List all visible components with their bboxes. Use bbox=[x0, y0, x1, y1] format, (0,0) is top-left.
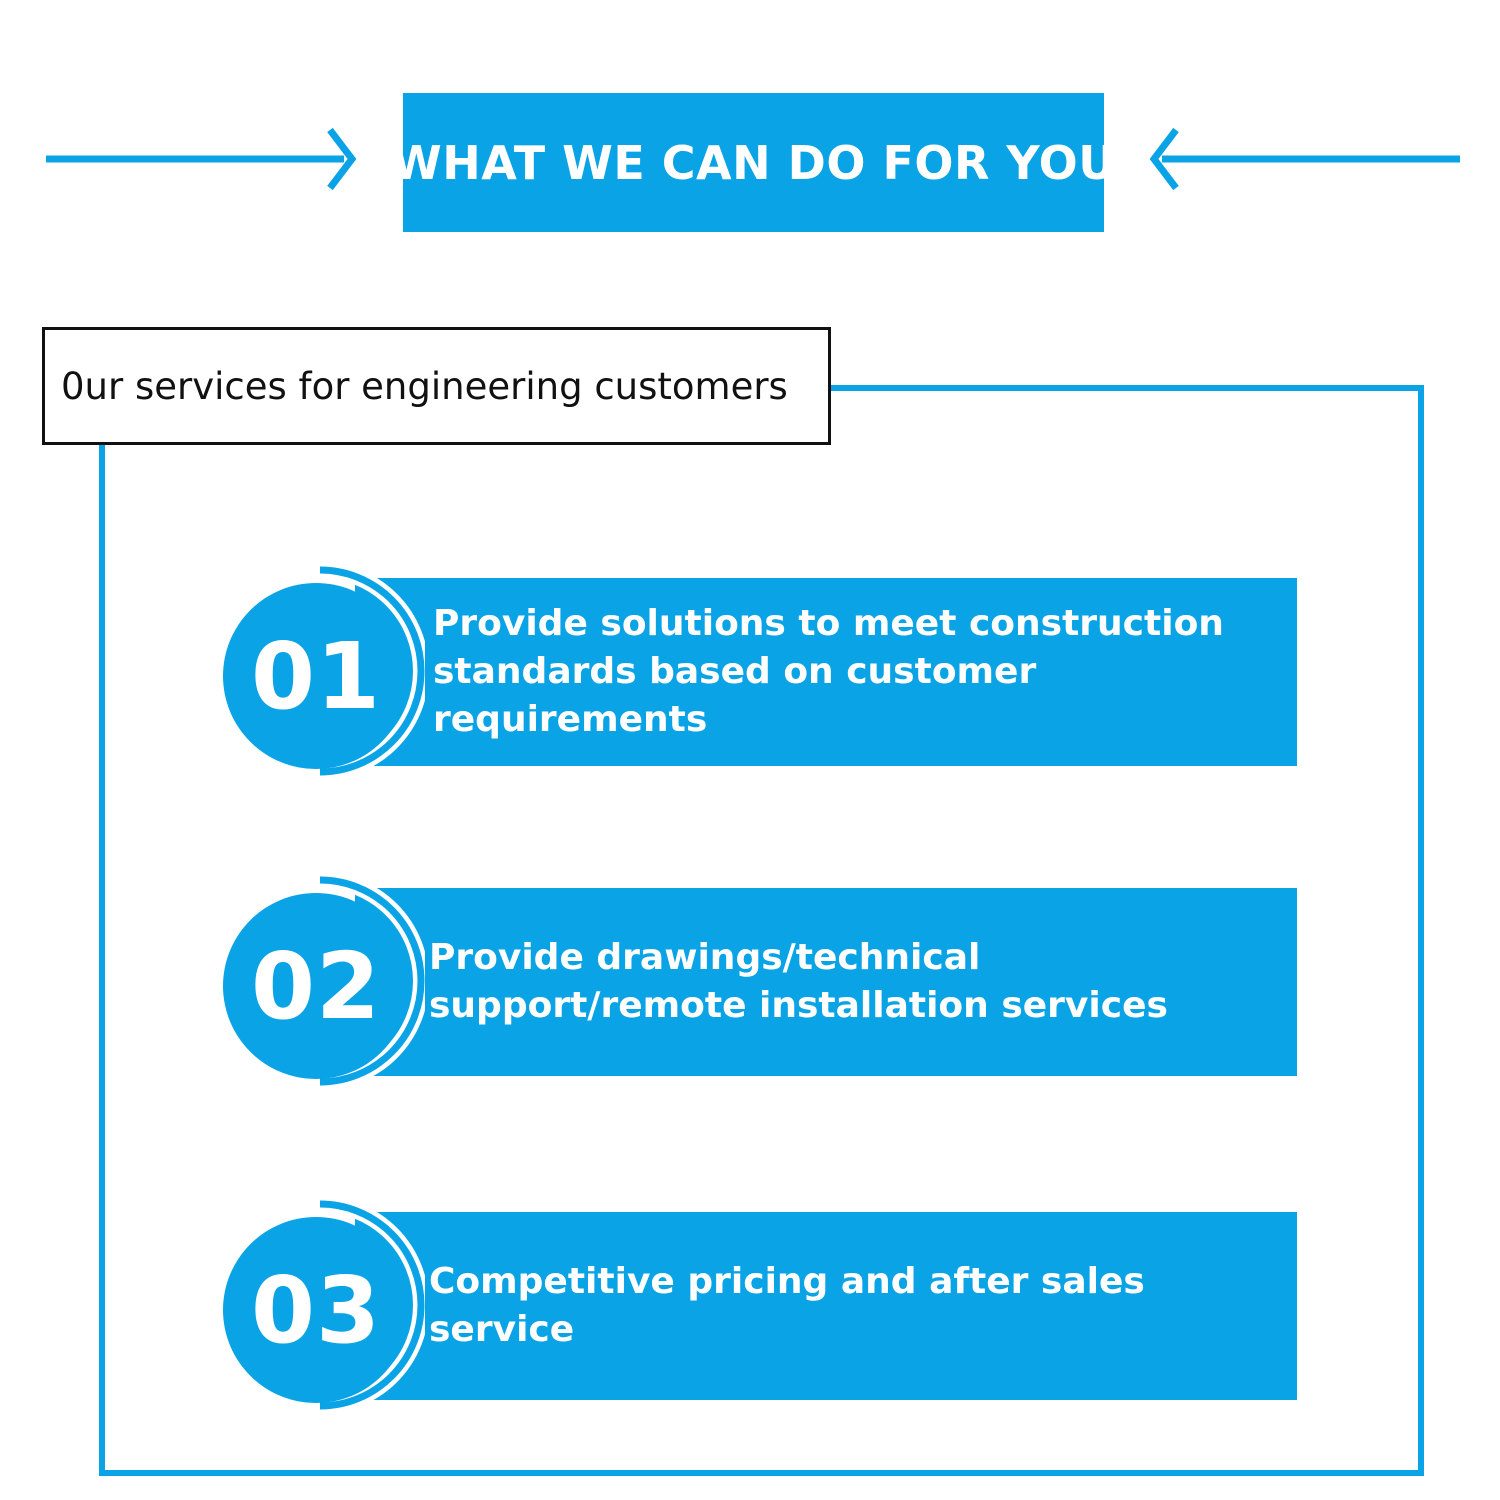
service-number: 01 bbox=[223, 583, 409, 769]
ring-accent-icon bbox=[319, 566, 425, 776]
service-number: 02 bbox=[223, 893, 409, 1079]
service-bar bbox=[355, 578, 1297, 766]
service-bar bbox=[355, 1212, 1297, 1400]
service-item: 02 Provide drawings/technical support/re… bbox=[215, 876, 1300, 1091]
service-text: Competitive pricing and after sales serv… bbox=[429, 1261, 1145, 1350]
service-bar bbox=[355, 888, 1297, 1076]
service-item: 03 Competitive pricing and after sales s… bbox=[215, 1200, 1300, 1415]
arrow-right-icon bbox=[46, 128, 356, 190]
ring-accent-icon bbox=[319, 1200, 425, 1410]
ring-accent-icon bbox=[319, 876, 425, 1086]
arrow-left-icon bbox=[1150, 128, 1460, 190]
header-banner: WHAT WE CAN DO FOR YOU bbox=[391, 93, 1116, 232]
service-text: Provide drawings/technical support/remot… bbox=[429, 937, 1168, 1026]
section-label-box: 0ur services for engineering customers bbox=[42, 327, 831, 445]
section-label: 0ur services for engineering customers bbox=[61, 364, 788, 408]
service-text: Provide solutions to meet construction s… bbox=[433, 603, 1224, 740]
service-number: 03 bbox=[223, 1217, 409, 1403]
service-item: 01 Provide solutions to meet constructio… bbox=[215, 566, 1300, 781]
page-title: WHAT WE CAN DO FOR YOU bbox=[390, 135, 1117, 190]
